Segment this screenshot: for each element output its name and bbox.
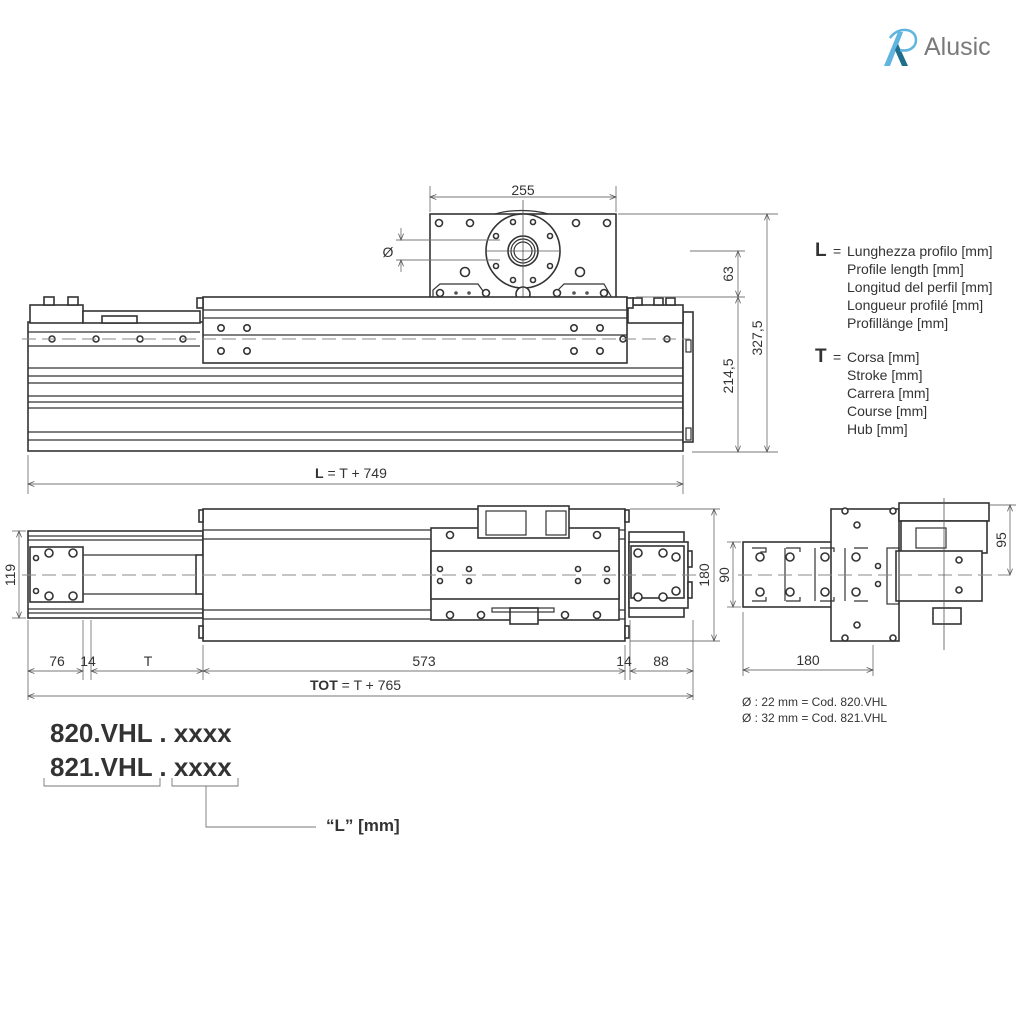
suffix-meaning: “L” [mm] [326,816,400,835]
dim-diameter: Ø [383,244,394,260]
dim-tot-formula: TOT = T + 765 [310,677,401,693]
tot-rest: = T + 765 [338,677,402,693]
top-view: 119 76 14 T 573 14 88 TOT = T + 765 180 [2,505,720,700]
dim-width-119: 119 [2,564,18,587]
legend-T-item: Hub [mm] [847,421,908,437]
code-prefix: 821.VHL [50,752,153,782]
legend-T-item: Carrera [mm] [847,385,930,401]
dim-height-180: 180 [696,563,712,587]
dim-total-height: 327,5 [749,320,765,355]
dim-profile-height: 214,5 [720,358,736,393]
legend-L-item: Lunghezza profilo [mm] [847,243,993,259]
dim-gap-left: 14 [80,653,96,669]
dim-left-end: 76 [49,653,65,669]
order-code-brackets [43,778,316,828]
carriage [196,296,634,364]
legend-L: L = Lunghezza profilo [mm] Profile lengt… [815,240,993,332]
brand-name: Alusic [924,32,991,61]
dim-width-180: 180 [796,652,820,668]
legend-key-L: L [815,240,827,261]
legend-eq: = [833,243,842,259]
dim-motor-width: 255 [511,182,535,198]
legend-L-item: Profillänge [mm] [847,315,949,331]
order-code-821: 821.VHL . xxxx [50,750,232,784]
dim-motor-height: 63 [720,266,736,282]
dim-right-end: 88 [653,653,669,669]
end-view-dimensions: 90 95 180 [716,505,1016,676]
diameter-code-notes: Ø : 22 mm = Cod. 820.VHL Ø : 32 mm = Cod… [742,694,887,726]
side-view-dimensions: 255 Ø 63 214,5 327,5 L = T + 749 [28,182,778,494]
legend-T-item: Course [mm] [847,403,928,419]
legend: L = Lunghezza profilo [mm] Profile lengt… [815,240,993,454]
top-view-dimensions: 119 76 14 T 573 14 88 TOT = T + 765 180 [2,509,720,700]
legend-L-item: Longueur profilé [mm] [847,297,984,313]
legend-T: T = Corsa [mm] Stroke [mm] Carrera [mm] … [815,346,993,438]
dim-height-90: 90 [716,567,732,583]
order-codes: 820.VHL . xxxx 821.VHL . xxxx [50,716,232,784]
dim-height-95: 95 [993,532,1009,548]
dim-length-formula: L = T + 749 [315,465,387,481]
legend-T-item: Stroke [mm] [847,367,923,383]
brand-logo: Alusic [880,26,991,68]
motor-housing [429,200,617,302]
code-note: Ø : 22 mm = Cod. 820.VHL [742,695,888,709]
tot-label: TOT [310,677,338,693]
legend-eq: = [833,349,842,365]
dim-stroke: T [144,653,153,669]
legend-L-item: Profile length [mm] [847,261,964,277]
code-suffix: xxxx [173,752,232,782]
code-note: Ø : 32 mm = Cod. 821.VHL [742,711,888,725]
formula-rest: = T + 749 [324,465,388,481]
end-view: 90 95 180 [716,498,1016,676]
code-separator: . [159,752,167,782]
legend-T-item: Corsa [mm] [847,349,920,365]
dim-carriage: 573 [412,653,436,669]
side-view: 255 Ø 63 214,5 327,5 L = T + 749 [22,182,778,494]
legend-key-T: T [815,346,827,367]
alusic-logo-icon [884,28,918,66]
dim-gap-right: 14 [616,653,632,669]
legend-L-item: Longitud del perfil [mm] [847,279,993,295]
order-code-820: 820.VHL . xxxx [50,718,232,748]
formula-L: L [315,465,324,481]
